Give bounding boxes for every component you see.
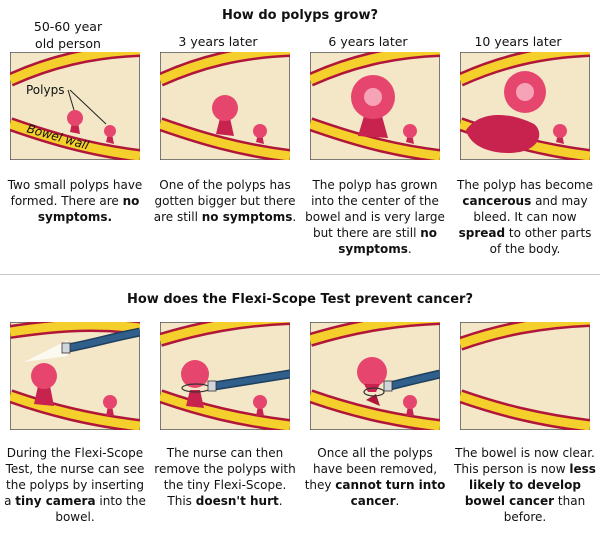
bottom-title: How does the Flexi-Scope Test prevent ca… xyxy=(127,292,473,307)
caption-text: The bowel is now clear. This person is n… xyxy=(454,446,595,476)
caption-scope-4: The bowel is now clear. This person is n… xyxy=(452,445,598,525)
caption-stage-4: The polyp has become cancerous and may b… xyxy=(452,177,598,257)
caption-stage-3: The polyp has grown into the center of t… xyxy=(302,177,448,257)
top-title: How do polyps grow? xyxy=(221,8,379,23)
caption-emphasis: less likely to develop bowel cancer xyxy=(464,462,596,508)
panel-scope-1 xyxy=(10,322,140,430)
panel-stage-2 xyxy=(160,52,290,160)
caption-stage-1: Two small polyps have formed. There are … xyxy=(2,177,148,225)
caption-text: to other parts of the body. xyxy=(489,226,592,256)
caption-emphasis: spread xyxy=(458,226,506,240)
caption-emphasis: doesn't hurt xyxy=(195,494,279,508)
caption-scope-1: During the Flexi-Scope Test, the nurse c… xyxy=(2,445,148,525)
section-divider xyxy=(0,274,600,275)
panel-scope-2 xyxy=(160,322,290,430)
panel-scope-3 xyxy=(310,322,440,430)
caption-scope-2: The nurse can then remove the polyps wit… xyxy=(152,445,298,509)
caption-emphasis: cancerous xyxy=(462,194,532,208)
caption-text: . xyxy=(395,494,400,508)
caption-text: than before. xyxy=(503,494,586,524)
column-heading-4: 10 years later xyxy=(474,34,562,49)
caption-text: . xyxy=(292,210,297,224)
caption-text: . xyxy=(407,242,412,256)
caption-scope-3: Once all the polyps have been removed, t… xyxy=(302,445,448,509)
caption-text: into the bowel. xyxy=(55,494,146,524)
caption-text: One of the polyps has gotten bigger but … xyxy=(153,178,296,224)
caption-text: Two small polyps have formed. There are xyxy=(7,178,143,208)
panel-stage-1 xyxy=(10,52,140,160)
column-heading-1: 50-60 year old person xyxy=(33,19,103,51)
polyps-label: Polyps xyxy=(26,83,65,97)
caption-text: During the Flexi-Scope Test, the nurse c… xyxy=(4,446,145,508)
caption-emphasis: cannot turn into cancer xyxy=(335,478,446,508)
caption-text: The nurse can then remove the polyps wit… xyxy=(154,446,296,508)
caption-emphasis: no symptoms xyxy=(201,210,293,224)
caption-emphasis: tiny camera xyxy=(15,494,96,508)
caption-text: The polyp has grown into the center of t… xyxy=(305,178,445,240)
caption-emphasis: no symptoms xyxy=(338,226,438,256)
panel-scope-4 xyxy=(460,322,590,430)
caption-text: . xyxy=(278,494,283,508)
column-heading-3: 6 years later xyxy=(328,34,408,49)
column-heading-2: 3 years later xyxy=(178,34,258,49)
caption-stage-2: One of the polyps has gotten bigger but … xyxy=(152,177,298,225)
panel-stage-3 xyxy=(310,52,440,160)
caption-text: The polyp has become xyxy=(457,178,593,192)
caption-emphasis: no symptoms. xyxy=(37,194,140,224)
panel-stage-4 xyxy=(460,52,590,160)
caption-text: and may bleed. It can now xyxy=(473,194,588,224)
caption-text: Once all the polyps have been removed, t… xyxy=(304,446,438,492)
